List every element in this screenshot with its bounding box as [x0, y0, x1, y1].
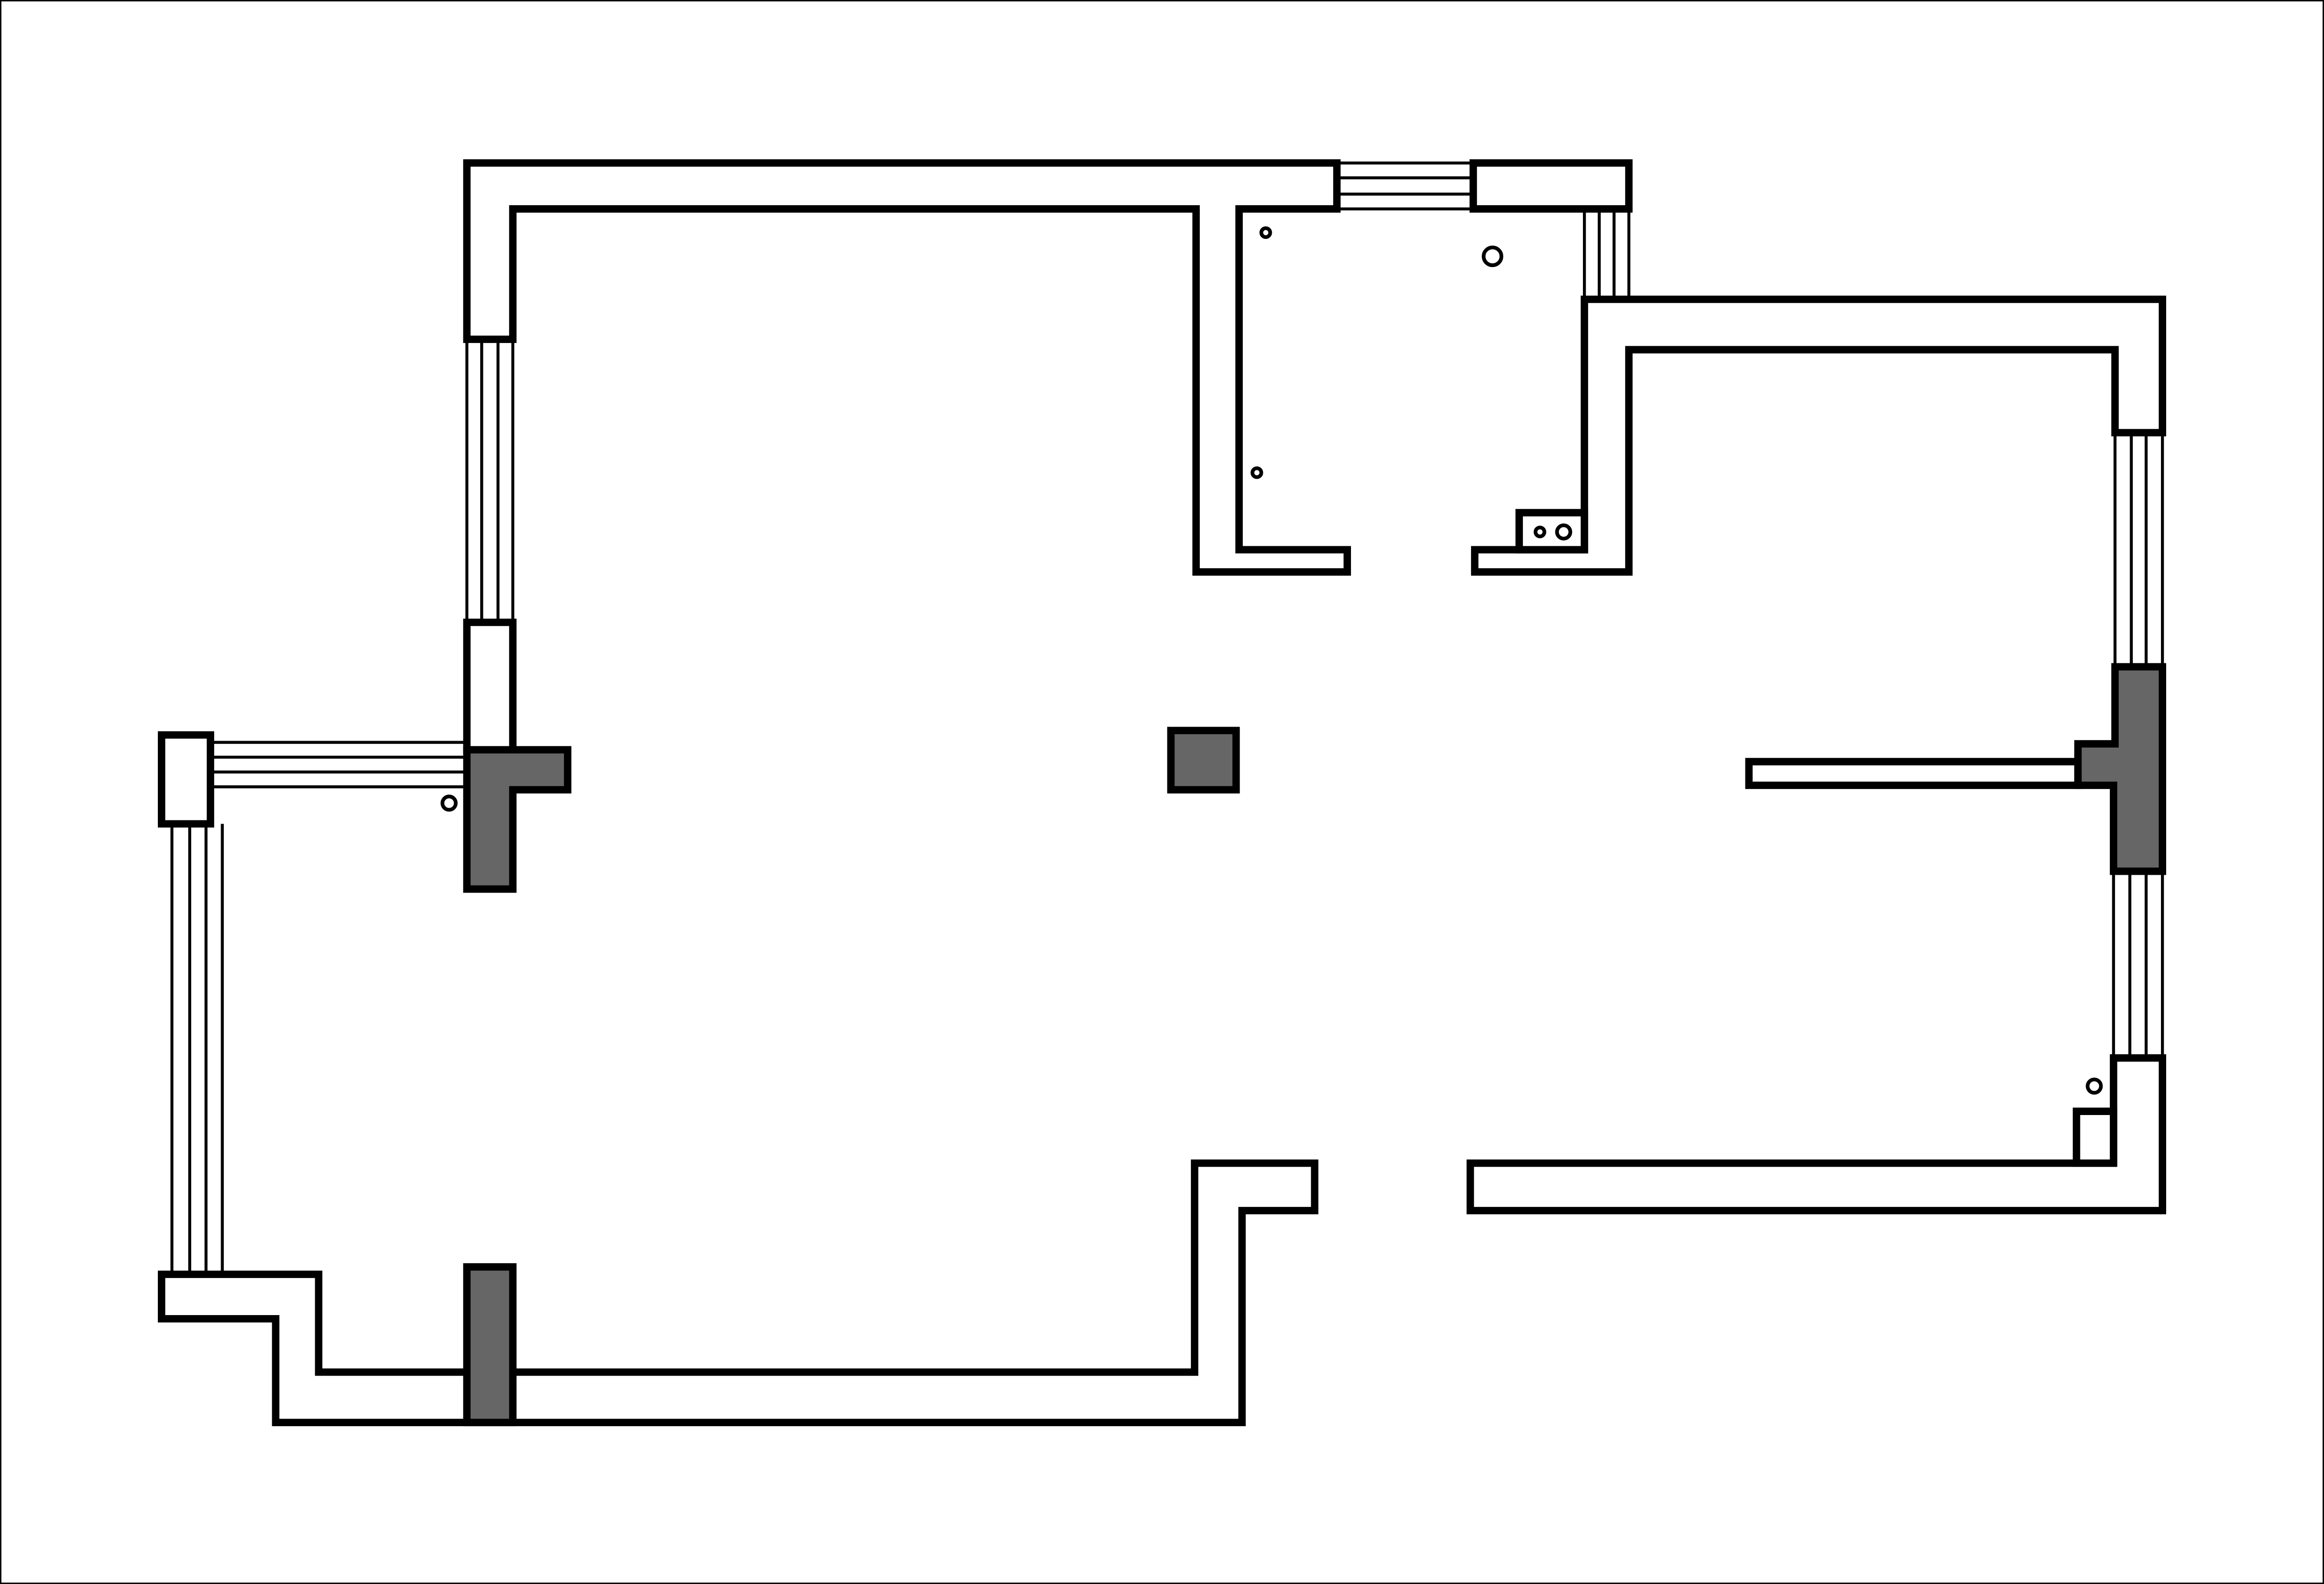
window-right-lower: [2112, 871, 2164, 1058]
wall-far-left-pier: [157, 731, 215, 828]
window-right-middle: [2113, 432, 2164, 667]
column-right-t: [2074, 663, 2167, 875]
window-bay-side: [170, 824, 224, 1274]
pipe-icon: [1555, 523, 1573, 541]
column-center: [1167, 727, 1240, 794]
pipe-icon: [1482, 245, 1503, 268]
pipe-icon: [440, 795, 458, 812]
window-bay-top: [210, 741, 467, 788]
column-bottom: [463, 1263, 517, 1427]
structural-columns: [463, 663, 2167, 1427]
windows: [170, 161, 2164, 1274]
wall-top-right-stub: [1470, 159, 1633, 213]
drain-icon: [1259, 226, 1272, 239]
wall-top-left: [463, 159, 1351, 576]
walls: [157, 159, 2167, 1427]
fixtures: [440, 226, 2103, 1095]
window-left: [465, 339, 514, 623]
drain-icon: [1250, 466, 1263, 479]
wall-lower-right: [1466, 1054, 2167, 1214]
pipe-icon: [2086, 1078, 2103, 1095]
wall-shaft-lower-right: [2072, 1108, 2117, 1167]
wall-left-upper: [463, 618, 517, 754]
window-top: [1336, 161, 1473, 211]
wall-shaft-upper-right: [1515, 509, 1589, 554]
column-left-t: [463, 746, 572, 893]
drain-icon: [1533, 525, 1546, 538]
wall-right-partition: [1745, 758, 2082, 789]
wall-lower-left: [157, 1159, 1319, 1427]
window-right-upper: [1583, 208, 1631, 299]
wall-upper-right: [1471, 295, 2167, 576]
